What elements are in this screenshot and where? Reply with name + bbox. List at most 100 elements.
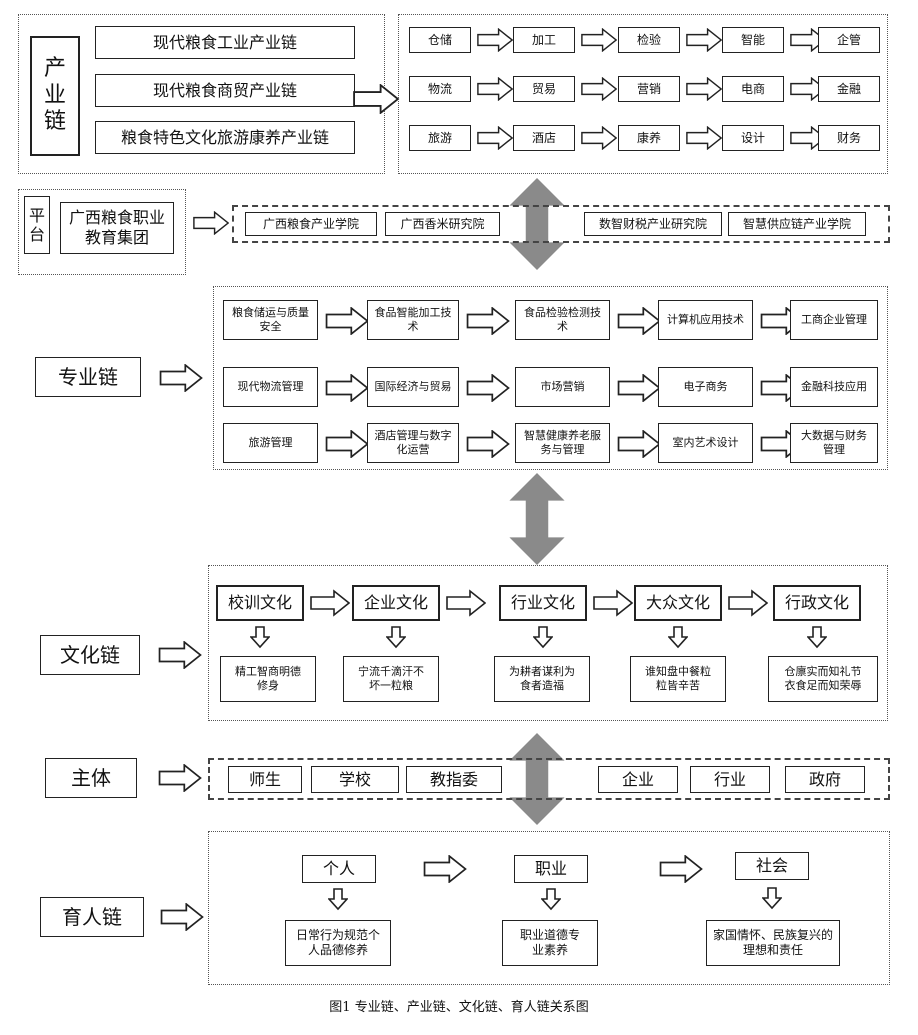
education-item-2: 职业 bbox=[514, 855, 588, 883]
culture-name-box: 企业文化 bbox=[352, 585, 440, 621]
platform-item-4: 智慧供应链产业学院 bbox=[728, 212, 866, 236]
subject-item-5: 行业 bbox=[690, 766, 770, 793]
arrow-right-icon bbox=[325, 374, 369, 402]
arrow-right-icon bbox=[686, 126, 722, 150]
industry-role-box: 智能 bbox=[722, 27, 784, 53]
culture-name-box: 行政文化 bbox=[773, 585, 861, 621]
culture-desc-box: 宁流千滴汗不坏一粒粮 bbox=[343, 656, 439, 702]
specialty-box: 大数据与财务管理 bbox=[790, 423, 878, 463]
education-desc-1: 日常行为规范个人品德修养 bbox=[285, 920, 391, 966]
subject-item-4: 企业 bbox=[598, 766, 678, 793]
specialty-box: 计算机应用技术 bbox=[658, 300, 753, 340]
platform-item-1: 广西粮食产业学院 bbox=[245, 212, 377, 236]
arrow-right-icon bbox=[325, 307, 369, 335]
industry-role-box: 金融 bbox=[818, 76, 880, 102]
double-arrow-icon bbox=[509, 473, 565, 565]
culture-desc-box: 仓廪实而知礼节衣食足而知荣辱 bbox=[768, 656, 878, 702]
industry-chain-item-1: 现代粮食工业产业链 bbox=[95, 26, 355, 59]
arrow-right-icon bbox=[659, 855, 703, 883]
subject-item-1: 师生 bbox=[228, 766, 302, 793]
specialty-box: 食品检验检测技术 bbox=[515, 300, 610, 340]
arrow-right-icon bbox=[581, 126, 617, 150]
industry-role-box: 营销 bbox=[618, 76, 680, 102]
industry-role-box: 仓储 bbox=[409, 27, 471, 53]
education-item-1: 个人 bbox=[302, 855, 376, 883]
arrow-right-icon bbox=[158, 641, 202, 669]
subject-item-2: 学校 bbox=[311, 766, 399, 793]
industry-role-box: 康养 bbox=[618, 125, 680, 151]
specialty-box: 食品智能加工技术 bbox=[367, 300, 459, 340]
industry-role-box: 企管 bbox=[818, 27, 880, 53]
arrow-down-icon bbox=[328, 888, 348, 910]
arrow-right-icon bbox=[728, 590, 768, 616]
arrow-down-icon bbox=[762, 887, 782, 909]
platform-group: 广西粮食职业教育集团 bbox=[60, 202, 174, 254]
arrow-right-icon bbox=[446, 590, 486, 616]
arrow-down-icon bbox=[250, 626, 270, 648]
industry-role-box: 加工 bbox=[513, 27, 575, 53]
arrow-right-icon bbox=[160, 903, 204, 931]
arrow-right-icon bbox=[617, 430, 661, 458]
arrow-down-icon bbox=[807, 626, 827, 648]
industry-role-box: 酒店 bbox=[513, 125, 575, 151]
industry-chain-item-2: 现代粮食商贸产业链 bbox=[95, 74, 355, 107]
education-desc-3: 家国情怀、民族复兴的理想和责任 bbox=[706, 920, 840, 966]
arrow-right-icon bbox=[353, 84, 399, 114]
arrow-down-icon bbox=[533, 626, 553, 648]
culture-name-box: 校训文化 bbox=[216, 585, 304, 621]
culture-chain-panel bbox=[208, 565, 888, 721]
figure-caption: 图1 专业链、产业链、文化链、育人链关系图 bbox=[329, 1000, 589, 1015]
arrow-right-icon bbox=[466, 430, 510, 458]
specialty-box: 室内艺术设计 bbox=[658, 423, 753, 463]
industry-role-box: 贸易 bbox=[513, 76, 575, 102]
arrow-right-icon bbox=[466, 307, 510, 335]
arrow-down-icon bbox=[386, 626, 406, 648]
platform-label: 平台 bbox=[24, 196, 50, 254]
arrow-right-icon bbox=[617, 307, 661, 335]
subjects-panel bbox=[208, 758, 890, 800]
specialty-box: 现代物流管理 bbox=[223, 367, 318, 407]
arrow-right-icon bbox=[159, 364, 203, 392]
arrow-down-icon bbox=[541, 888, 561, 910]
specialty-box: 金融科技应用 bbox=[790, 367, 878, 407]
platform-item-2: 广西香米研究院 bbox=[385, 212, 500, 236]
specialty-box: 酒店管理与数字化运营 bbox=[367, 423, 459, 463]
education-desc-2: 职业道德专业素养 bbox=[502, 920, 598, 966]
specialty-box: 智慧健康养老服务与管理 bbox=[515, 423, 610, 463]
specialty-box: 国际经济与贸易 bbox=[367, 367, 459, 407]
industry-chain-label: 产业链 bbox=[30, 36, 80, 156]
platform-item-3: 数智财税产业研究院 bbox=[584, 212, 722, 236]
arrow-right-icon bbox=[477, 28, 513, 52]
industry-role-box: 旅游 bbox=[409, 125, 471, 151]
industry-chain-item-3: 粮食特色文化旅游康养产业链 bbox=[95, 121, 355, 154]
arrow-right-icon bbox=[593, 590, 633, 616]
education-chain-panel bbox=[208, 831, 890, 985]
arrow-right-icon bbox=[477, 77, 513, 101]
industry-role-box: 电商 bbox=[722, 76, 784, 102]
arrow-down-icon bbox=[668, 626, 688, 648]
arrow-right-icon bbox=[193, 211, 229, 235]
specialty-box: 旅游管理 bbox=[223, 423, 318, 463]
platform-panel bbox=[18, 189, 186, 275]
culture-name-box: 大众文化 bbox=[634, 585, 722, 621]
specialty-box: 粮食储运与质量安全 bbox=[223, 300, 318, 340]
arrow-right-icon bbox=[310, 590, 350, 616]
specialty-box: 电子商务 bbox=[658, 367, 753, 407]
industry-chain-label-text: 产业链 bbox=[44, 56, 67, 135]
education-item-3: 社会 bbox=[735, 852, 809, 880]
specialty-box: 工商企业管理 bbox=[790, 300, 878, 340]
arrow-right-icon bbox=[158, 764, 202, 792]
industry-role-box: 物流 bbox=[409, 76, 471, 102]
arrow-right-icon bbox=[477, 126, 513, 150]
arrow-right-icon bbox=[325, 430, 369, 458]
industry-role-box: 设计 bbox=[722, 125, 784, 151]
arrow-right-icon bbox=[686, 28, 722, 52]
culture-desc-box: 精工智商明德修身 bbox=[220, 656, 316, 702]
subject-item-6: 政府 bbox=[785, 766, 865, 793]
industry-chain-right-panel bbox=[398, 14, 888, 174]
specialty-chain-label: 专业链 bbox=[35, 357, 141, 397]
arrow-right-icon bbox=[617, 374, 661, 402]
culture-name-box: 行业文化 bbox=[499, 585, 587, 621]
culture-desc-box: 为耕者谋利为食者造福 bbox=[494, 656, 590, 702]
arrow-right-icon bbox=[466, 374, 510, 402]
